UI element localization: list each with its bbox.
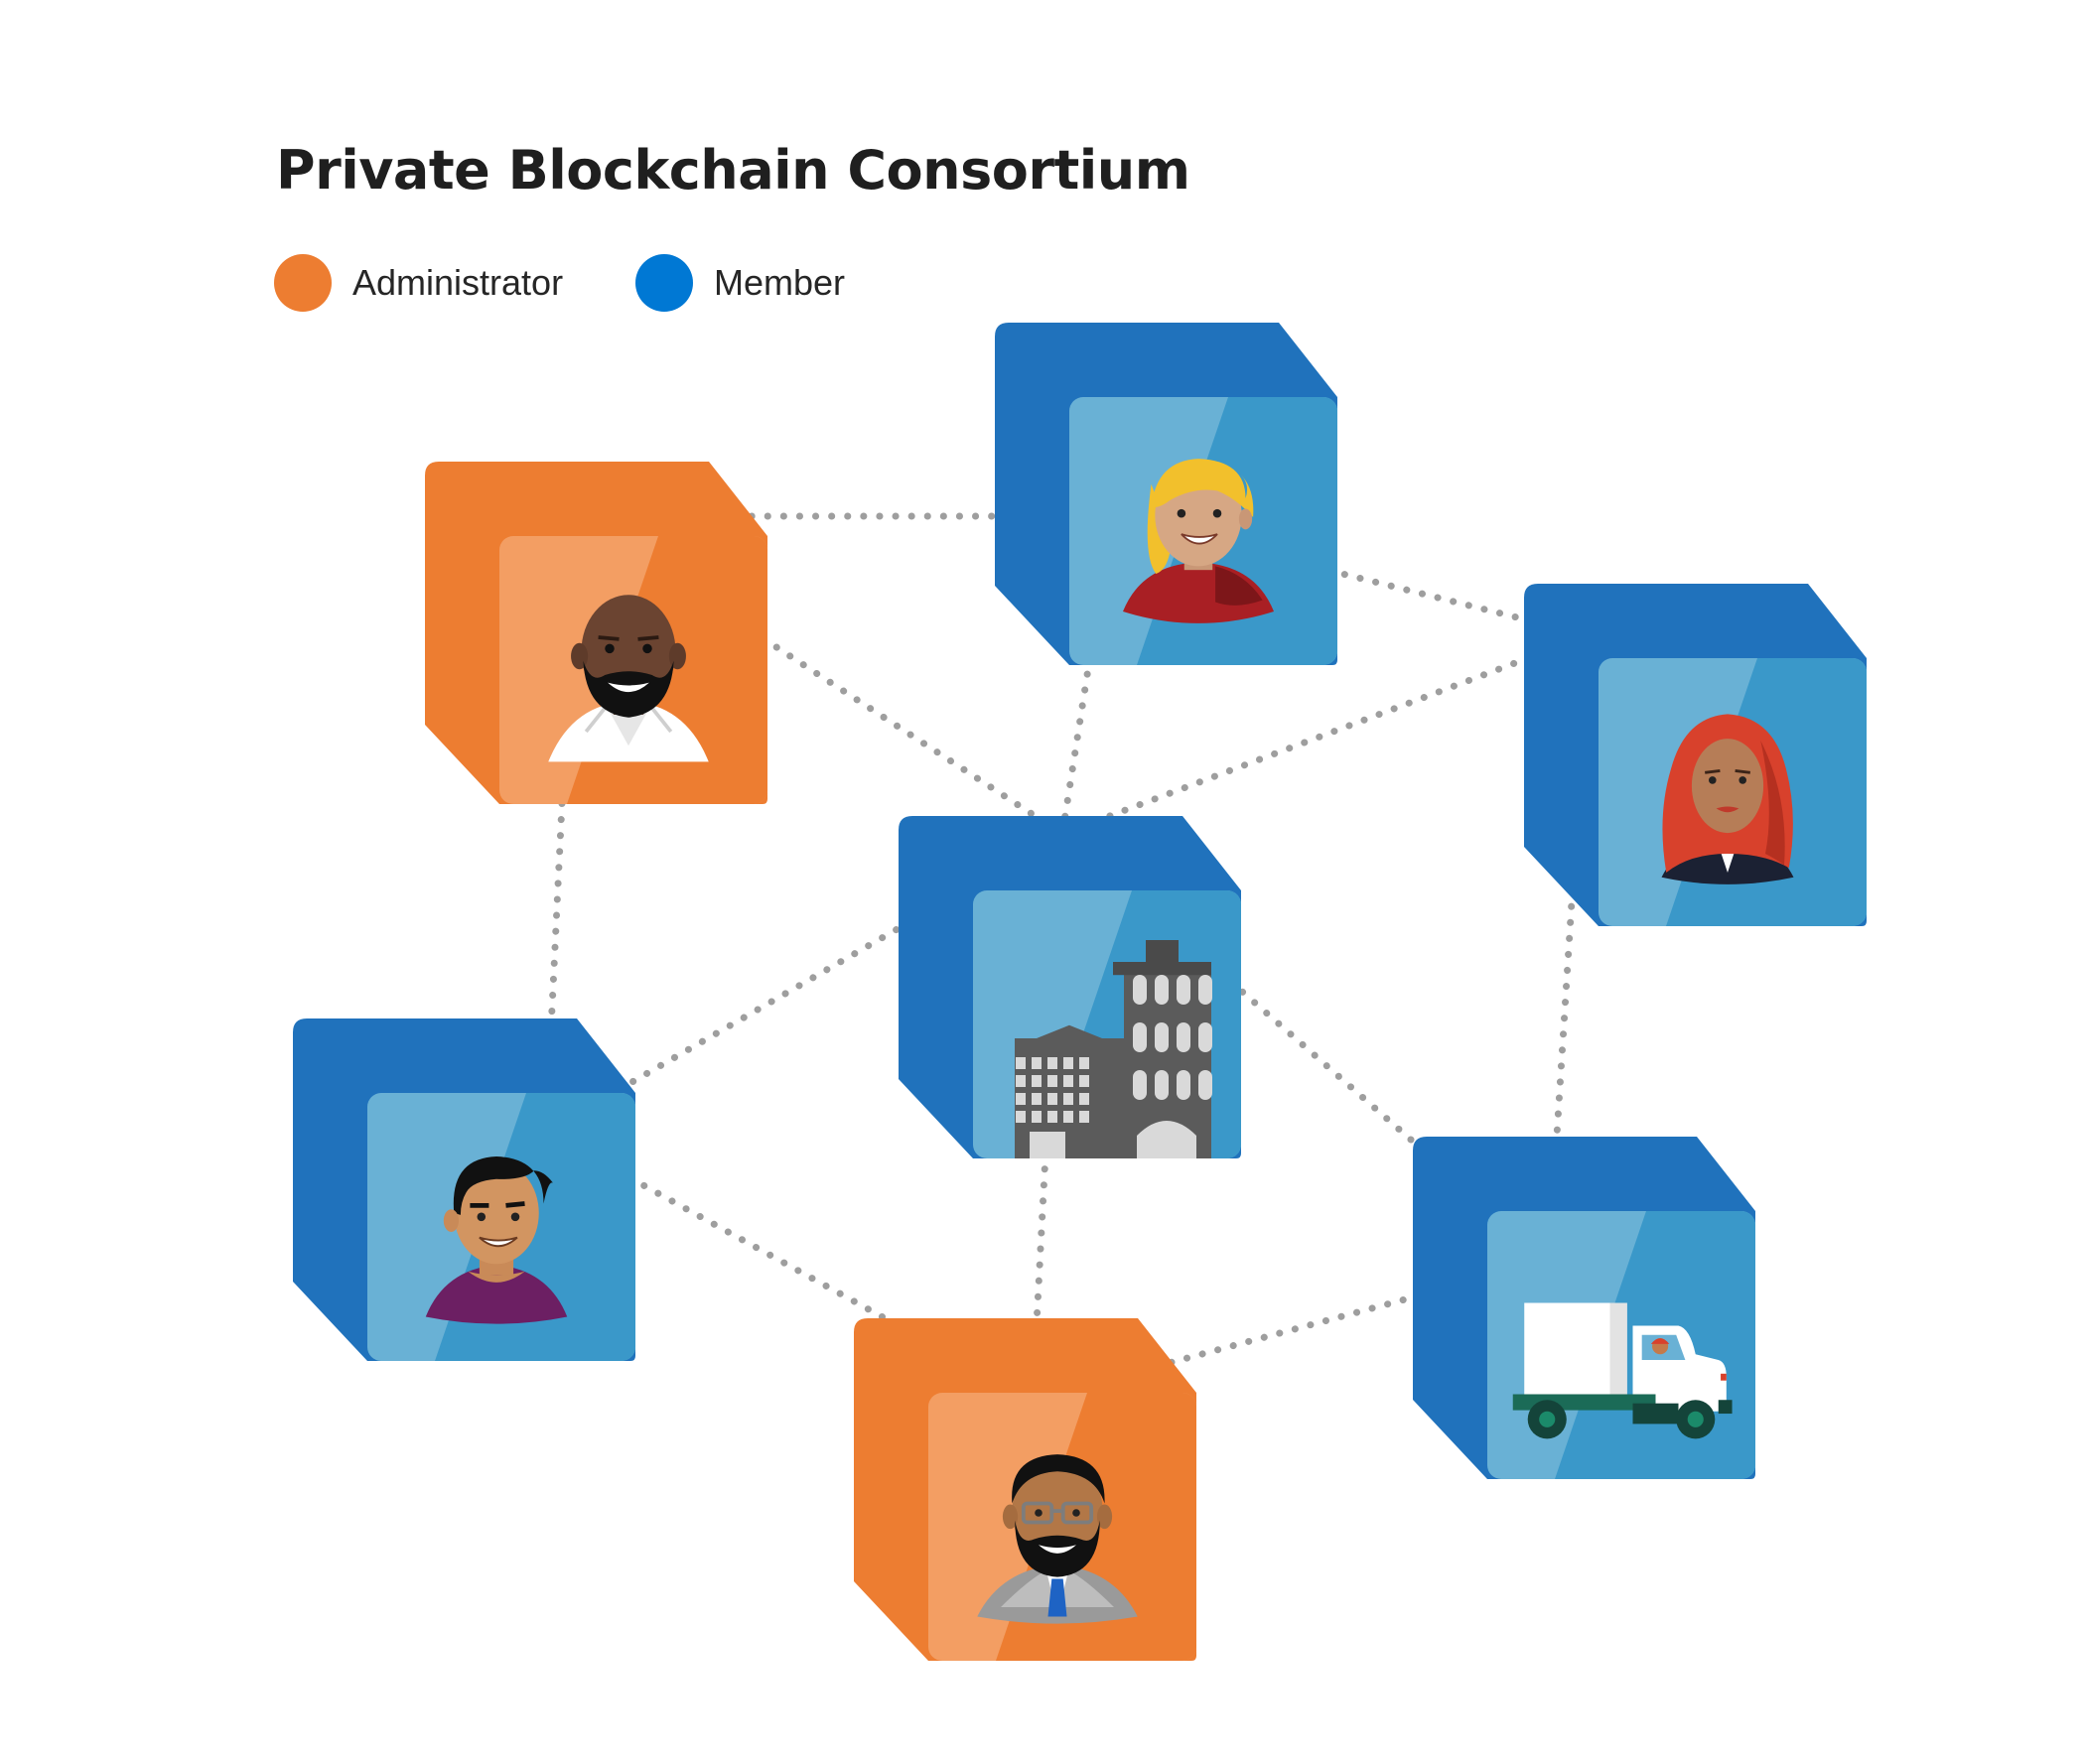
link-member-top-to-member-center bbox=[1058, 512, 1116, 838]
node-admin-bottom bbox=[854, 1318, 1196, 1661]
link-member-right-top-to-member-center bbox=[1058, 631, 1593, 838]
legend-label-member: Member bbox=[714, 262, 846, 303]
node-member-left bbox=[293, 1018, 635, 1361]
node-member-top bbox=[995, 323, 1337, 665]
legend-swatch-administrator bbox=[274, 254, 332, 312]
legend-item-member: Member bbox=[635, 253, 845, 313]
legend-swatch-member bbox=[635, 254, 693, 312]
diagram-title: Private Blockchain Consortium bbox=[276, 139, 1190, 202]
node-member-right-top bbox=[1524, 584, 1867, 926]
legend-label-administrator: Administrator bbox=[352, 262, 564, 303]
nodes-layer bbox=[293, 323, 1867, 1661]
node-member-right-bottom bbox=[1413, 1137, 1755, 1479]
building-windows bbox=[1016, 975, 1212, 1158]
node-member-center bbox=[899, 816, 1241, 1158]
legend-item-administrator: Administrator bbox=[274, 253, 563, 313]
node-admin-top-left bbox=[425, 462, 767, 804]
